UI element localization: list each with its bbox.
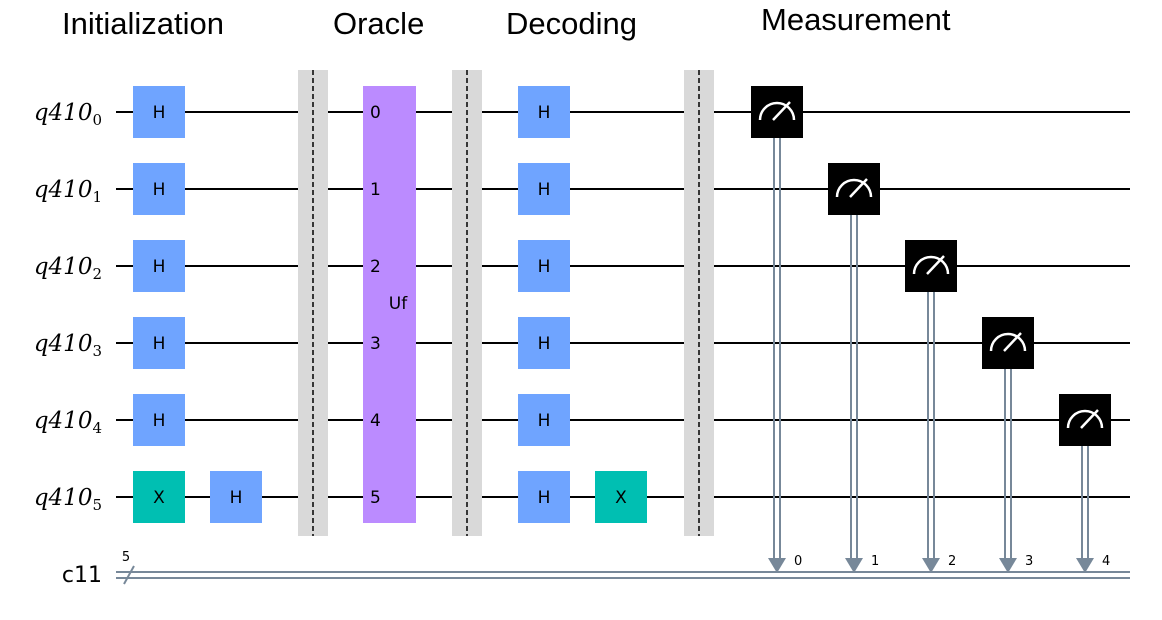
qubit-label-4: q4104 xyxy=(34,408,102,437)
clbit-label-2: 2 xyxy=(948,554,956,569)
oracle-pin-4: 4 xyxy=(370,411,381,431)
meter-arc-icon-4 xyxy=(1066,409,1104,429)
oracle-pin-1: 1 xyxy=(370,180,381,200)
init-gate-1 xyxy=(133,163,185,215)
decode-gate-3 xyxy=(518,317,570,369)
measure-gate-3 xyxy=(982,317,1034,369)
decode-gate-2 xyxy=(518,240,570,292)
meter-needle-icon-3 xyxy=(1003,332,1022,352)
measure-arrow-1 xyxy=(845,558,863,573)
clbit-label-1: 1 xyxy=(871,554,879,569)
decode-gate-1 xyxy=(518,163,570,215)
oracle-pin-2: 2 xyxy=(370,257,381,277)
measure-gate-0 xyxy=(751,86,803,138)
qubit-label-3: q4103 xyxy=(34,331,102,360)
classical-bus-slash xyxy=(123,565,135,585)
init-gate-3 xyxy=(133,317,185,369)
oracle-pin-3: 3 xyxy=(370,334,381,354)
init-gate-6-label: H xyxy=(230,488,243,508)
init-gate-0 xyxy=(133,86,185,138)
decode-gate-4-label: H xyxy=(538,411,551,431)
measurements-layer: 0 1 2 3 4 xyxy=(751,86,1111,573)
init-gate-2-label: H xyxy=(153,257,166,277)
measure-arrow-2 xyxy=(922,558,940,573)
decode-gate-4 xyxy=(518,394,570,446)
section-title-oracle: Oracle xyxy=(333,6,425,41)
qubit-label-2: q4102 xyxy=(34,254,102,283)
measure-arrow-4 xyxy=(1076,558,1094,573)
decode-gate-0 xyxy=(518,86,570,138)
oracle-pin-5: 5 xyxy=(370,488,381,508)
meter-needle-icon-2 xyxy=(926,255,945,275)
oracle-gate xyxy=(363,86,416,523)
oracle-label: Uf xyxy=(389,294,408,314)
init-gate-5 xyxy=(133,471,185,523)
section-title-measurement: Measurement xyxy=(761,2,951,37)
clbit-label-0: 0 xyxy=(794,554,802,569)
measure-gate-2 xyxy=(905,240,957,292)
init-gate-3-label: H xyxy=(153,334,166,354)
register-labels-layer: q4100 q4101 q4102 q4103 q4104 q4105 c11 xyxy=(34,100,102,588)
qubit-label-1: q4101 xyxy=(34,177,102,206)
meter-arc-icon-2 xyxy=(912,255,950,275)
meter-needle-icon-4 xyxy=(1080,409,1099,429)
measure-arrow-0 xyxy=(768,558,786,573)
section-title-decoding: Decoding xyxy=(506,6,637,41)
qubit-label-5: q4105 xyxy=(34,485,102,514)
clbit-label-3: 3 xyxy=(1025,554,1033,569)
measure-gate-4 xyxy=(1059,394,1111,446)
init-gate-4-label: H xyxy=(153,411,166,431)
classical-register-label: c11 xyxy=(62,563,102,588)
gates-layer: H H H H H X H H H H H H H X 0 1 2 3 4 5 Uf xyxy=(133,86,647,523)
measure-gate-1 xyxy=(828,163,880,215)
measure-arrow-3 xyxy=(999,558,1017,573)
decode-gate-0-label: H xyxy=(538,103,551,123)
init-gate-1-label: H xyxy=(153,180,166,200)
decode-gate-3-label: H xyxy=(538,334,551,354)
decode-gate-5 xyxy=(518,471,570,523)
clbit-label-4: 4 xyxy=(1102,554,1110,569)
meter-needle-icon-1 xyxy=(849,178,868,198)
init-gate-5-label: X xyxy=(153,488,165,508)
meter-arc-icon-1 xyxy=(835,178,873,198)
meter-arc-icon-3 xyxy=(989,332,1027,352)
qubit-label-0: q4100 xyxy=(34,100,102,129)
decode-gate-2-label: H xyxy=(538,257,551,277)
section-title-initialization: Initialization xyxy=(62,6,224,41)
decode-gate-6-label: X xyxy=(615,488,627,508)
meter-arc-icon-0 xyxy=(758,101,796,121)
init-gate-4 xyxy=(133,394,185,446)
classical-register-size: 5 xyxy=(122,550,130,565)
init-gate-6 xyxy=(210,471,262,523)
barriers-layer xyxy=(298,70,714,536)
decode-gate-6 xyxy=(595,471,647,523)
decode-gate-5-label: H xyxy=(538,488,551,508)
oracle-pin-0: 0 xyxy=(370,103,381,123)
init-gate-0-label: H xyxy=(153,103,166,123)
meter-needle-icon-0 xyxy=(772,101,791,121)
decode-gate-1-label: H xyxy=(538,180,551,200)
init-gate-2 xyxy=(133,240,185,292)
